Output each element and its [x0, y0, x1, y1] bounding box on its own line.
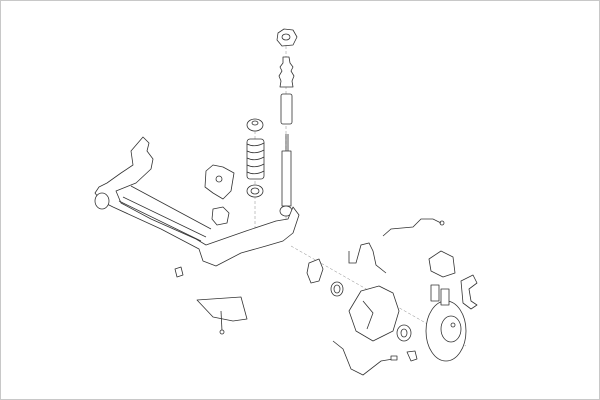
wheel-hub — [306, 258, 324, 284]
brake-pads — [430, 284, 450, 306]
brake-disc — [425, 300, 467, 362]
bearing-seal — [330, 281, 344, 297]
protection-tube — [280, 93, 293, 125]
brake-caliper — [428, 250, 456, 278]
spring-seat-lower — [246, 184, 264, 198]
hub-nut — [406, 350, 418, 362]
bracket-plate — [196, 296, 248, 335]
brake-hose-lines — [332, 218, 445, 376]
bump-stop — [278, 56, 295, 88]
small-clip — [174, 266, 184, 278]
brake-backing-plate — [348, 285, 400, 342]
rear-axle-beam — [94, 136, 300, 267]
caliper-carrier — [460, 274, 478, 310]
axle-bushing — [211, 206, 230, 226]
spring-seat-upper — [246, 118, 264, 132]
mounting-bracket — [204, 164, 235, 200]
shock-absorber — [279, 134, 293, 217]
coil-spring — [246, 138, 265, 180]
wheel-bearing — [396, 324, 412, 342]
strut-top-mount — [276, 28, 298, 47]
